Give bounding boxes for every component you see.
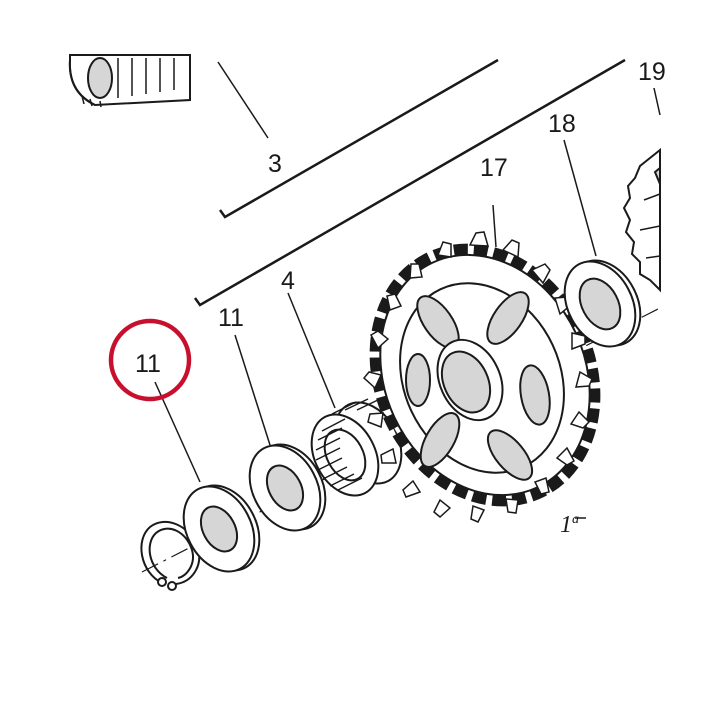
washer-part-11-rear: [248, 443, 327, 532]
callout-part-11: 11: [218, 304, 244, 332]
gear-part-19: [622, 147, 661, 293]
gear-part-17: [362, 231, 601, 523]
circlip: [140, 521, 201, 591]
gear-label: 1a: [560, 512, 579, 538]
shaft-part-3: [68, 54, 191, 108]
callout-part-4: 4: [281, 267, 295, 295]
group-bracket-lines: [193, 58, 626, 307]
highlight-circle: [108, 318, 192, 402]
callout-part-17: 17: [480, 154, 508, 182]
gear-label-number: 1: [560, 512, 572, 538]
gear-label-superscript: a: [572, 512, 579, 527]
callout-part-18: 18: [548, 110, 576, 138]
washer-part-11-front: [182, 484, 261, 573]
callout-part-3: 3: [268, 150, 282, 178]
washer-part-18: [563, 259, 642, 348]
callout-part-11-highlighted: 11: [135, 350, 161, 378]
callout-part-19: 19: [638, 58, 666, 86]
